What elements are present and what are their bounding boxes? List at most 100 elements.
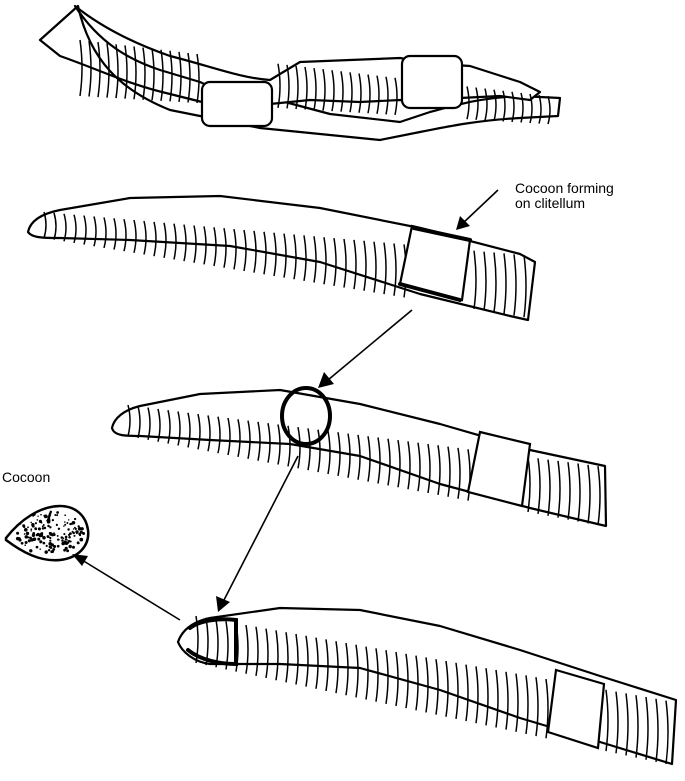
segment-ring	[376, 648, 378, 701]
segment-ring	[308, 428, 310, 470]
segment-ring	[346, 643, 348, 695]
mating-worms	[40, 6, 560, 140]
cocoon-speckle	[22, 524, 25, 527]
cocoon-speckle	[76, 533, 78, 535]
segment-ring	[356, 645, 358, 698]
cocoon-speckle	[56, 524, 58, 526]
cocoon-speckle	[63, 525, 64, 526]
cocoon-speckle	[24, 528, 28, 532]
cocoon-speckle	[32, 534, 35, 537]
cocoon-speckle	[16, 532, 19, 535]
segment-ring	[143, 48, 145, 100]
segment-ring	[366, 647, 368, 700]
segment-ring	[348, 434, 350, 478]
cocoon-forming-label-line-1: Cocoon forming	[515, 181, 614, 196]
cocoon-speckle	[48, 549, 50, 551]
cocoon-speckle	[49, 537, 51, 539]
arrow-to-clitellum	[462, 190, 498, 224]
segment-ring	[318, 430, 320, 472]
segment-ring	[298, 427, 300, 468]
worm-3-clitellum	[468, 432, 530, 506]
segment-ring	[80, 40, 82, 96]
cocoon-speckle	[51, 533, 54, 536]
cocoon-speckle	[68, 536, 71, 539]
cocoon-speckle	[49, 532, 51, 534]
segment-ring	[134, 46, 136, 99]
cocoon-speckle	[56, 514, 58, 516]
cocoon-speckle	[25, 535, 29, 539]
segment-ring	[254, 231, 256, 273]
cocoon-speckle	[57, 539, 59, 541]
cocoon-speckle	[39, 533, 43, 537]
cocoon-speckle	[68, 519, 69, 520]
cocoon-speckle	[32, 512, 36, 516]
segment-ring	[244, 230, 246, 271]
cocoon-speckle	[34, 527, 37, 530]
cocoon-label: Cocoon	[2, 470, 50, 485]
cocoon-speckle	[39, 520, 42, 523]
cocoon-speckle	[57, 535, 59, 537]
cocoon-speckle	[21, 542, 24, 545]
cocoon-speckle	[58, 528, 60, 530]
cocoon-speckle	[50, 511, 52, 513]
cocoon-speckle	[53, 532, 54, 533]
cocoon-speckle	[46, 545, 48, 547]
worm-4-clitellum	[548, 670, 604, 748]
segment-ring	[170, 51, 172, 102]
cocoon-speckle	[30, 522, 32, 524]
worm-stage-2	[28, 196, 535, 320]
cocoon-speckle	[18, 537, 20, 539]
cocoon-speckle	[39, 540, 42, 543]
cocoon-speckle	[64, 514, 66, 516]
cocoon-speckle	[49, 526, 51, 528]
cocoon-speckle	[37, 538, 40, 541]
worm-stage-3	[112, 388, 606, 526]
mating-clitellum-right	[402, 56, 462, 108]
cocoon-speckle	[73, 528, 74, 529]
cocoon-speckle	[49, 546, 52, 549]
cocoon-speckle	[36, 546, 39, 549]
cocoon-speckle	[56, 511, 59, 514]
cocoon-speckle	[74, 527, 76, 529]
cocoon-speckle	[27, 526, 29, 528]
cocoon-speckle	[69, 541, 70, 542]
worm-stage-4	[178, 608, 676, 764]
segment-ring	[234, 229, 236, 269]
segment-ring	[161, 50, 163, 101]
cocoon-speckle	[46, 520, 47, 521]
cocoon-speckle	[36, 534, 39, 537]
cocoon-speckle	[63, 537, 65, 539]
segment-ring	[89, 41, 91, 96]
cocoon-speckle	[50, 550, 53, 553]
cocoon-speckle	[64, 524, 66, 526]
cocoon-speckle	[48, 542, 52, 546]
segment-ring	[152, 49, 154, 101]
cocoon-speckle	[61, 539, 64, 542]
arrow-stage-3-to-4	[224, 456, 298, 600]
cocoon-speckle	[18, 539, 21, 542]
cocoon-illustration	[6, 506, 88, 560]
cocoon-speckle	[57, 545, 60, 548]
cocoon-speckle	[20, 523, 21, 524]
cocoon-speckle	[82, 532, 85, 535]
cocoon-speckle	[79, 534, 81, 536]
cocoon-speckle	[78, 542, 80, 544]
cocoon-speckle	[43, 542, 46, 545]
cocoon-speckle	[61, 542, 65, 546]
cocoon-speckle	[69, 532, 72, 535]
cocoon-speckle	[48, 516, 51, 519]
cocoon-speckle	[26, 532, 29, 535]
cocoon-speckle	[30, 530, 31, 531]
segment-ring	[338, 432, 340, 476]
cocoon-forming-label-line-2: on clitellum	[515, 196, 614, 211]
cocoon-speckle	[24, 533, 26, 535]
cocoon-speckle	[54, 514, 56, 516]
segment-ring	[328, 431, 330, 474]
cocoon-speckle	[72, 532, 75, 535]
arrow-stage-2-to-3-head	[318, 372, 334, 388]
cocoon-speckle	[73, 535, 75, 537]
cocoon-speckle	[63, 549, 66, 552]
cocoon-speckle	[72, 546, 75, 549]
